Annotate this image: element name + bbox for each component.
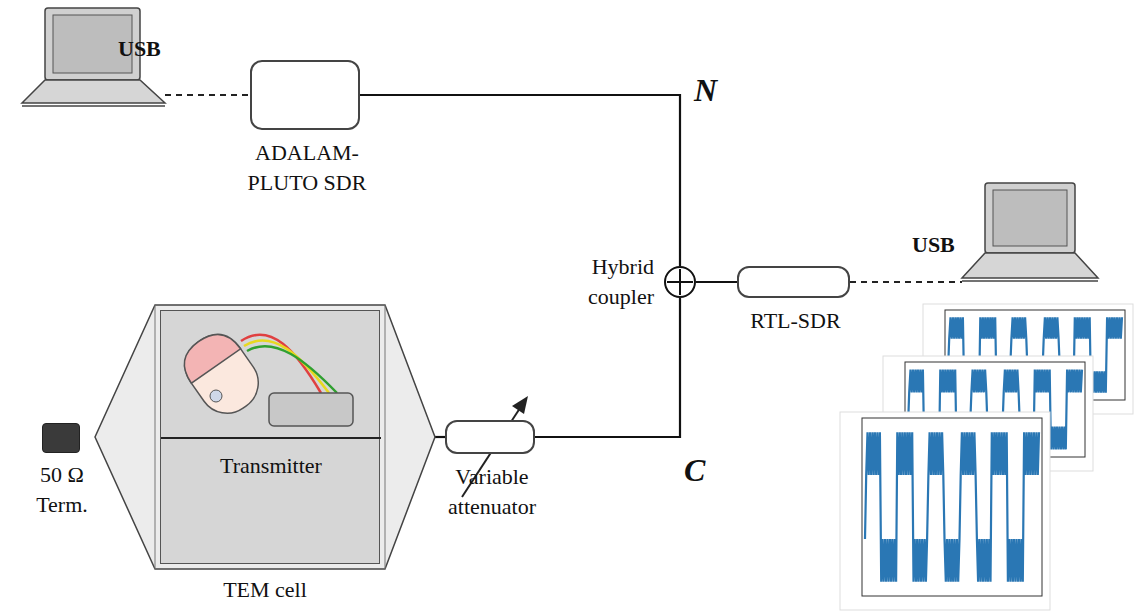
hybrid-coupler: Hybrid coupler bbox=[664, 266, 696, 298]
laptop-icon bbox=[22, 8, 165, 106]
sdr-box: ADALAM-PLUTO SDR bbox=[250, 60, 360, 130]
port-label: USB bbox=[118, 36, 161, 62]
device-illustration bbox=[161, 311, 381, 565]
usb-cable bbox=[850, 281, 962, 283]
signal-plots bbox=[840, 304, 1133, 610]
node-label: Transmitter bbox=[171, 451, 371, 481]
attenuator-box: Variable attenuator bbox=[445, 420, 535, 454]
transmitter-chamber: Transmitter bbox=[160, 310, 380, 564]
termination-load: 50 Ω Term. bbox=[42, 423, 80, 453]
usb-cable bbox=[165, 94, 250, 96]
node-label: TEM cell bbox=[195, 575, 335, 605]
coupler-symbol bbox=[664, 266, 696, 298]
laptop-icon bbox=[962, 183, 1098, 281]
tem-cell: TEM cellTransmitter bbox=[95, 305, 435, 569]
node-label: 50 Ω Term. bbox=[27, 460, 97, 519]
rf-cable bbox=[696, 281, 737, 283]
port-letter: N bbox=[694, 72, 717, 109]
node-label: RTL-SDR bbox=[741, 306, 851, 336]
rf-cable bbox=[435, 436, 445, 438]
rf-cable bbox=[360, 95, 680, 266]
rf-cable bbox=[535, 298, 680, 437]
port-letter: C bbox=[684, 452, 705, 489]
node-label: Hybrid coupler bbox=[564, 252, 654, 311]
port-label: USB bbox=[912, 232, 955, 258]
sdr-box: RTL-SDR bbox=[737, 266, 850, 298]
node-label: ADALAM-PLUTO SDR bbox=[237, 138, 377, 197]
node-label: Variable attenuator bbox=[432, 462, 552, 521]
